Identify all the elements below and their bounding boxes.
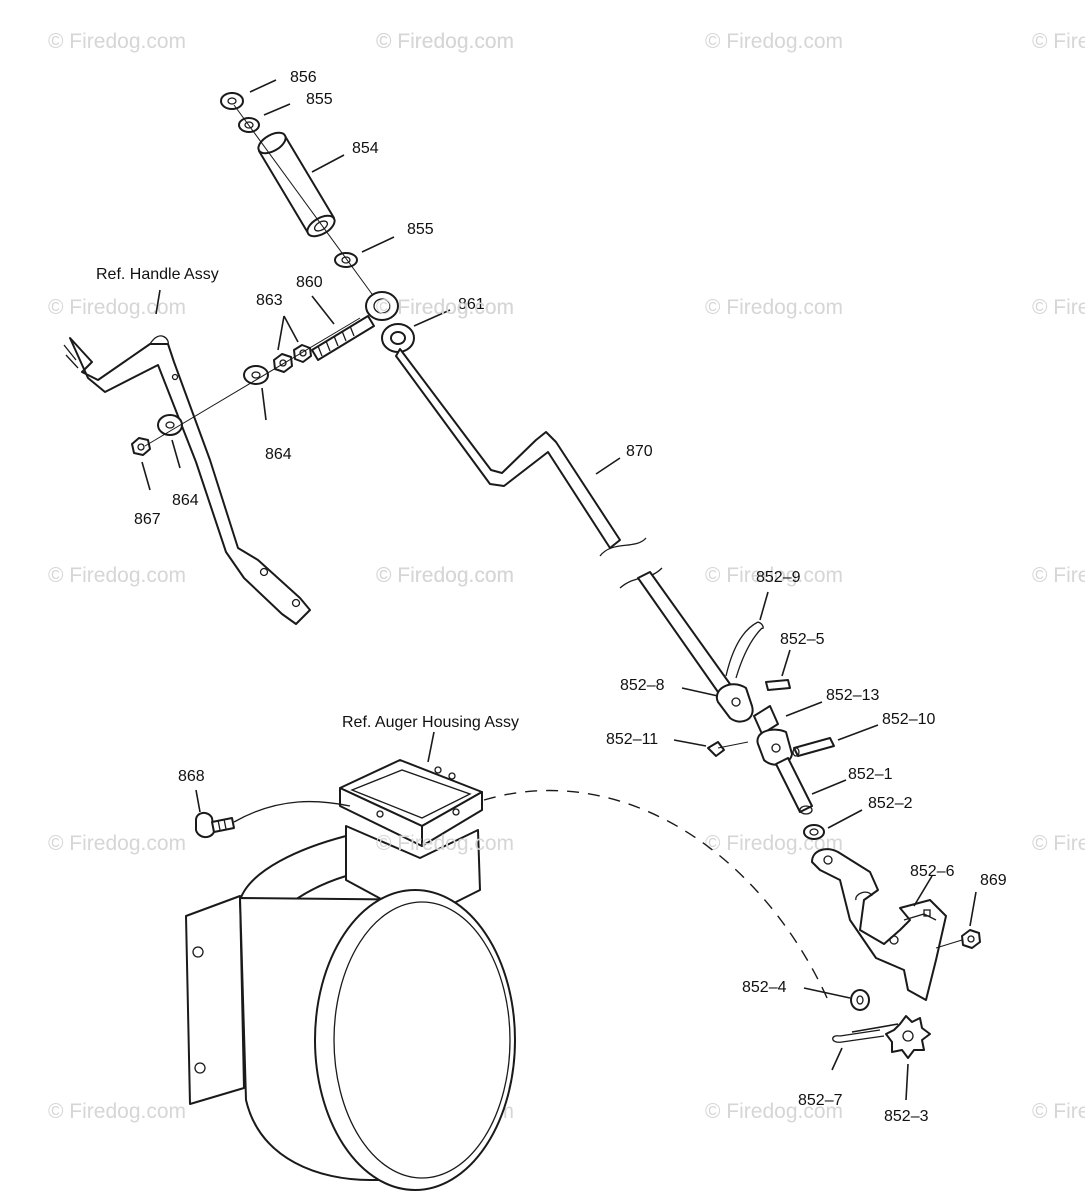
watermark: © Firedog.com (48, 1100, 186, 1123)
callout-852-8: 852–8 (620, 677, 665, 694)
bolt-868 (195, 812, 235, 838)
watermark: © Firedog.com (376, 832, 514, 855)
screw-852-11 (707, 741, 749, 757)
callout-863: 863 (256, 292, 283, 309)
callout-852-4: 852–4 (742, 979, 787, 996)
pin-852-7 (832, 1029, 885, 1043)
callout-852-7: 852–7 (798, 1092, 843, 1109)
washer-852-2 (803, 824, 825, 840)
hairpin-852-9 (725, 621, 764, 679)
callout-869: 869 (980, 872, 1007, 889)
watermark: © Firedog.com (1032, 564, 1085, 587)
handle-bolt-axis (144, 317, 361, 447)
eyebolt-860 (311, 291, 399, 361)
callout-852-10: 852–10 (882, 711, 935, 728)
callout-labels: 856 855 854 855 Ref. Handle Assy 860 863… (96, 69, 1007, 1125)
callout-852-2: 852–2 (868, 795, 913, 812)
pin-852-5 (765, 679, 791, 691)
washer-856 (220, 92, 244, 110)
washer-855 (334, 252, 358, 268)
watermark: © Firedog.com (376, 564, 514, 587)
leader-lines (141, 79, 977, 1101)
watermark: © Firedog.com (1032, 832, 1085, 855)
callout-867: 867 (134, 511, 161, 528)
gear-852-3 (885, 1015, 931, 1059)
callout-852-1: 852–1 (848, 766, 893, 783)
callout-854: 854 (352, 140, 379, 157)
watermark: © Firedog.com (48, 30, 186, 53)
tube-854 (257, 131, 336, 238)
nuts-863 (273, 344, 312, 373)
watermark: © Firedog.com (705, 1100, 843, 1123)
callout-868: 868 (178, 768, 205, 785)
auger-housing (185, 759, 516, 1191)
callout-855-top: 855 (306, 91, 333, 108)
pin-852-10 (792, 737, 835, 757)
watermark-grid: © Firedog.com © Firedog.com © Firedog.co… (48, 30, 1085, 1123)
washer-864-lower (157, 414, 183, 436)
callout-870: 870 (626, 443, 653, 460)
callout-852-9: 852–9 (756, 569, 801, 586)
nut-867 (131, 437, 151, 456)
watermark: © Firedog.com (48, 564, 186, 587)
nut-869 (961, 929, 981, 949)
bolt-868-path (233, 800, 351, 823)
callout-852-13: 852–13 (826, 687, 879, 704)
callout-852-3: 852–3 (884, 1108, 929, 1125)
watermark: © Firedog.com (376, 30, 514, 53)
washer-852-4 (850, 989, 870, 1011)
callout-864-lower: 864 (172, 492, 199, 509)
callout-864-upper: 864 (265, 446, 292, 463)
callout-852-5: 852–5 (780, 631, 825, 648)
watermark: © Firedog.com (376, 30, 514, 53)
watermark: © Firedog.com (1032, 30, 1085, 53)
watermark: © Firedog.com (1032, 296, 1085, 319)
callout-856: 856 (290, 69, 317, 86)
bracket-852-6 (811, 848, 947, 1001)
rod-870 (395, 348, 731, 693)
reference-auger-housing-assy: Ref. Auger Housing Assy (342, 714, 519, 731)
handle-bar (63, 335, 311, 625)
watermark: © Firedog.com (705, 564, 843, 587)
watermark: © Firedog.com (1032, 1100, 1085, 1123)
assembly-axis (233, 104, 381, 306)
callout-855: 855 (407, 221, 434, 238)
watermark: © Firedog.com (376, 564, 514, 587)
reference-handle-assy: Ref. Handle Assy (96, 266, 219, 283)
alignment-arc (483, 789, 829, 1001)
callout-852-6: 852–6 (910, 863, 955, 880)
bracket-bolt-axis (935, 939, 963, 949)
callout-861: 861 (458, 296, 485, 313)
yoke-852-13 (753, 705, 779, 735)
coupler (756, 728, 793, 766)
watermark: © Firedog.com (376, 296, 514, 319)
callout-860: 860 (296, 274, 323, 291)
watermark: © Firedog.com (48, 832, 186, 855)
clevis-852-8 (715, 683, 754, 723)
callout-852-11: 852–11 (606, 731, 658, 748)
watermark: © Firedog.com (705, 296, 843, 319)
shaft-852-1 (775, 757, 813, 815)
watermark: © Firedog.com (376, 296, 514, 319)
grommet-861 (381, 323, 415, 353)
watermark: © Firedog.com (705, 30, 843, 53)
washer-864-upper (243, 365, 269, 385)
watermark: © Firedog.com (48, 296, 186, 319)
